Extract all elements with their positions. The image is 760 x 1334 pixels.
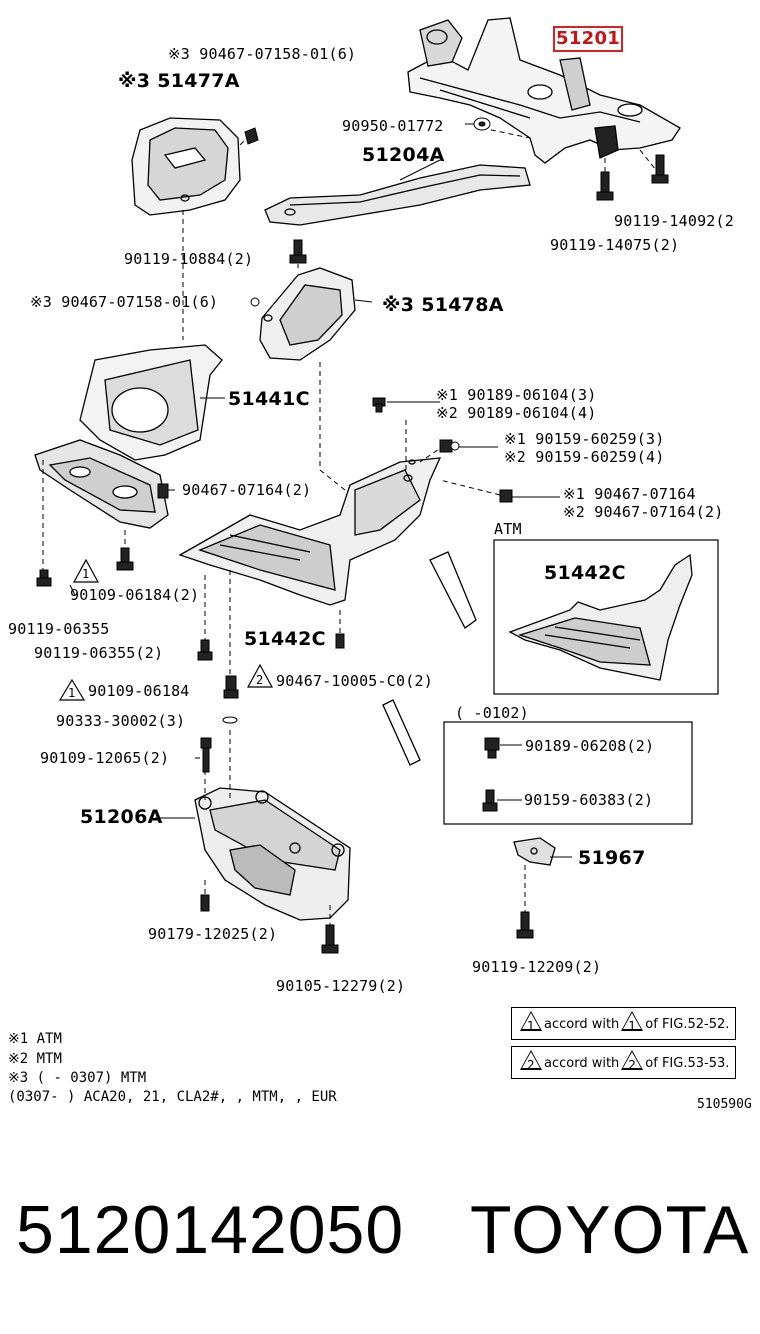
bolt-9010906184 <box>116 547 134 571</box>
bracket-51967 <box>513 837 556 866</box>
label-9010912065[interactable]: 90109-12065(2) <box>40 749 170 767</box>
label-51441c[interactable]: 51441C <box>228 388 310 410</box>
clip-9046710005 <box>335 633 345 649</box>
label-9046707158-mid[interactable]: ※3 90467-07158-01(6) <box>30 293 219 311</box>
ref-triangle-1-b <box>58 678 86 701</box>
label-9011914092[interactable]: 90119-14092(2 <box>614 212 734 230</box>
shield-51477a <box>131 117 241 216</box>
bolt-9011914075 <box>596 171 614 201</box>
label-51204a[interactable]: 51204A <box>362 144 445 166</box>
label-9010906184b[interactable]: 90109-06184 <box>88 682 190 700</box>
label-51442c[interactable]: 51442C <box>244 628 326 650</box>
bolt-9015960383 <box>482 789 498 812</box>
label-9011906355[interactable]: 90119-06355 <box>8 620 110 638</box>
atm-variant-box <box>493 539 719 695</box>
washer-9033330002 <box>222 716 238 724</box>
label-9046707164-mtm[interactable]: ※2 90467-07164(2) <box>563 503 724 521</box>
note-mtm: ※2 MTM <box>8 1051 62 1067</box>
label-9017912025[interactable]: 90179-12025(2) <box>148 925 278 943</box>
label-9046710005[interactable]: 90467-10005-C0(2) <box>276 672 433 690</box>
label-9011906355-2[interactable]: 90119-06355(2) <box>34 644 164 662</box>
bolt-variant-box <box>443 721 693 825</box>
clip-9046707158-top <box>244 127 259 145</box>
label-51477a[interactable]: ※3 51477A <box>118 70 240 92</box>
legend-ref-2: of FIG.53-53. <box>645 1056 730 1071</box>
clip-9046707164-b <box>499 489 513 503</box>
arrow-shape-atm <box>429 551 477 629</box>
shield-51478a <box>259 267 356 361</box>
note-atm: ※1 ATM <box>8 1031 62 1047</box>
brace-51204a <box>264 164 531 226</box>
label-51967[interactable]: 51967 <box>578 847 646 869</box>
label-51442c-atm[interactable]: 51442C <box>544 562 626 584</box>
brand-name: TOYOTA <box>470 1192 750 1268</box>
label-9018906104-atm[interactable]: ※1 90189-06104(3) <box>436 386 597 404</box>
label-51478a[interactable]: ※3 51478A <box>382 294 504 316</box>
undercover-51442c-atm <box>508 553 693 681</box>
triangle-digit-1b: 1 <box>68 686 76 700</box>
bolt-9011912209 <box>516 911 534 939</box>
label-9046707164-2[interactable]: 90467-07164(2) <box>182 481 312 499</box>
triangle-digit-1a: 1 <box>82 567 90 581</box>
arrow-shape-bolts <box>382 699 421 766</box>
bolt-9018906208 <box>484 737 500 759</box>
label-9046707164-atm[interactable]: ※1 90467-07164 <box>563 485 696 503</box>
label-9011914075[interactable]: 90119-14075(2) <box>550 236 680 254</box>
ref-triangle-2-a <box>246 663 274 688</box>
triangle-digit-2a: 2 <box>256 673 264 687</box>
label-9011910884[interactable]: 90119-10884(2) <box>124 250 254 268</box>
label-51206a[interactable]: 51206A <box>80 806 163 828</box>
legend-triangle-1: 1 <box>520 1011 542 1033</box>
bolt-9015960259 <box>439 439 460 453</box>
ref-triangle-1-a <box>72 558 100 583</box>
clip-9046707164 <box>157 483 169 499</box>
legend-triangle-2: 2 <box>520 1050 542 1072</box>
bolt-9011906355 <box>36 569 52 587</box>
label-9018906208[interactable]: 90189-06208(2) <box>525 737 655 755</box>
legend-triangle-1b: 1 <box>621 1011 644 1033</box>
grommet-9095001772 <box>473 117 491 131</box>
label-9033330002[interactable]: 90333-30002(3) <box>56 712 186 730</box>
bolt-9011910884 <box>289 239 307 264</box>
crossmember-51201 <box>407 17 681 164</box>
label-9015960259-atm[interactable]: ※1 90159-60259(3) <box>504 430 665 448</box>
cover-51441c <box>34 344 223 529</box>
label-51201[interactable]: 51201 <box>553 26 624 52</box>
label-9010512279[interactable]: 90105-12279(2) <box>276 977 406 995</box>
bolt-9010906184b <box>223 675 239 699</box>
bolt-9010912065 <box>200 737 212 773</box>
undercover-51442c <box>178 457 442 606</box>
label-atm: ATM <box>494 520 522 538</box>
part-number: 5120142050 <box>16 1192 405 1268</box>
bolt-9017912025 <box>200 894 210 912</box>
legend-text-2: accord with <box>544 1056 620 1071</box>
bolt-9011914092 <box>651 154 669 184</box>
label-9015960383[interactable]: 90159-60383(2) <box>524 791 654 809</box>
legend-triangle-2b: 2 <box>621 1050 644 1072</box>
note-3-models: (0307- ) ACA20, 21, CLA2#, , MTM, , EUR <box>8 1089 337 1105</box>
bolt-9011906355-2 <box>197 639 213 661</box>
label-9018906104-mtm[interactable]: ※2 90189-06104(4) <box>436 404 597 422</box>
label-range-0102: ( -0102) <box>455 704 529 722</box>
note-3-range: ※3 ( - 0307) MTM <box>8 1070 147 1086</box>
bolt-9010512279 <box>321 924 339 954</box>
bolt-9018906104 <box>372 397 386 413</box>
label-9010906184[interactable]: 90109-06184(2) <box>70 586 200 604</box>
clip-9046707158-mid <box>250 297 260 307</box>
label-9015960259-mtm[interactable]: ※2 90159-60259(4) <box>504 448 665 466</box>
legend-ref-1: of FIG.52-52. <box>645 1017 730 1032</box>
figure-code: 510590G <box>697 1097 752 1112</box>
legend-text-1: accord with <box>544 1017 620 1032</box>
label-9011912209[interactable]: 90119-12209(2) <box>472 958 602 976</box>
label-9046707158-top[interactable]: ※3 90467-07158-01(6) <box>168 45 357 63</box>
bracket-51206a <box>194 787 351 921</box>
label-9095001772[interactable]: 90950-01772 <box>342 117 444 135</box>
